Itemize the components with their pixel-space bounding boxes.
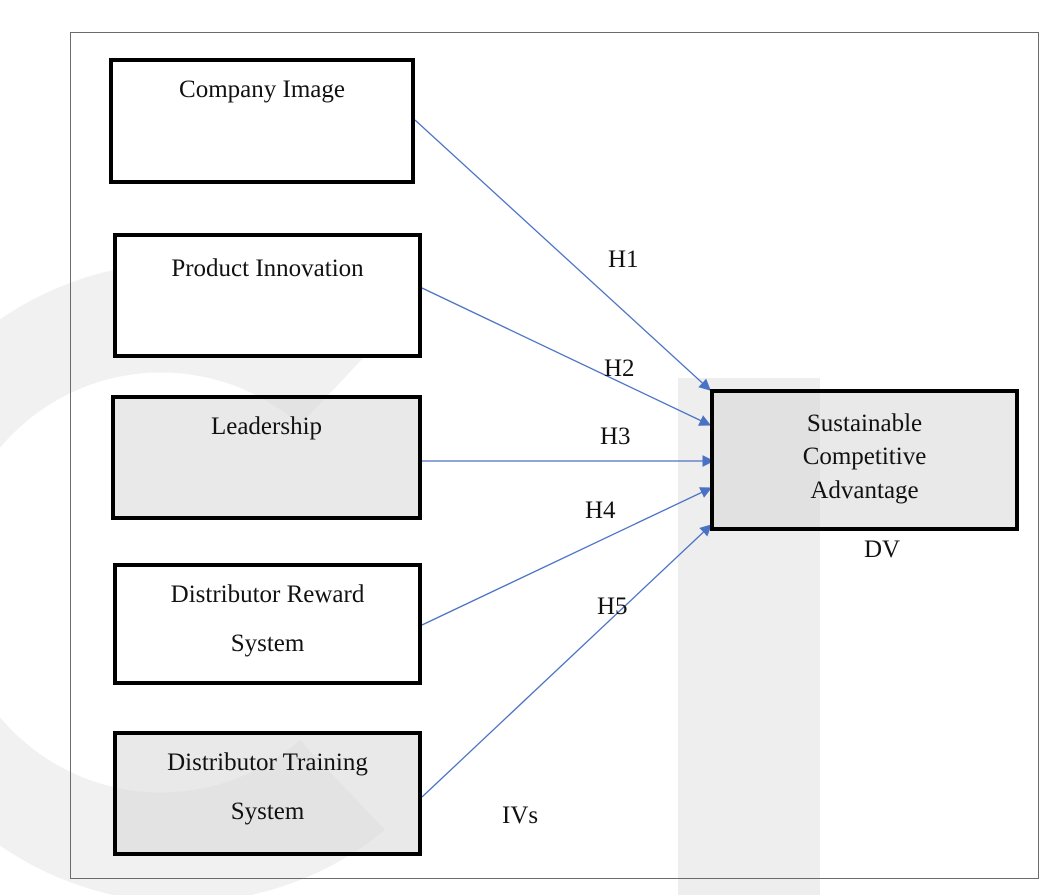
product-innovation-box: Product Innovation (113, 233, 422, 358)
dv-group-label: DV (864, 536, 901, 563)
company-image-box: Company Image (109, 58, 415, 184)
dv-label-line3: Advantage (810, 476, 919, 504)
diagram-frame (70, 32, 1039, 879)
arrow-h2 (421, 287, 712, 426)
hypothesis-label-h5: H5 (597, 593, 628, 620)
arrow-h5 (421, 524, 712, 798)
sustainable-competitive-advantage-box: Sustainable Competitive Advantage (710, 389, 1019, 531)
dv-label-line1: Sustainable (806, 410, 923, 437)
distributor-reward-label-line2: System (230, 629, 305, 657)
distributor-training-system-box: Distributor Training System (113, 731, 422, 856)
distributor-reward-label-line1: Distributor Reward (170, 581, 365, 608)
hypothesis-label-h4: H4 (585, 497, 616, 524)
dv-label-line2: Competitive (802, 443, 927, 471)
arrow-h4 (421, 487, 713, 626)
arrow-h1 (414, 119, 711, 391)
ivs-group-label: IVs (502, 802, 539, 829)
leadership-label: Leadership (210, 413, 323, 440)
product-innovation-label: Product Innovation (171, 255, 364, 282)
distributor-reward-system-box: Distributor Reward System (113, 563, 422, 685)
hypothesis-label-h2: H2 (604, 355, 635, 382)
distributor-training-label-line1: Distributor Training (167, 749, 368, 776)
hypothesis-label-h3: H3 (600, 423, 631, 450)
hypothesis-label-h1: H1 (608, 246, 639, 273)
company-image-label: Company Image (179, 76, 345, 103)
distributor-training-label-line2: System (230, 797, 305, 825)
leadership-box: Leadership (111, 395, 422, 520)
